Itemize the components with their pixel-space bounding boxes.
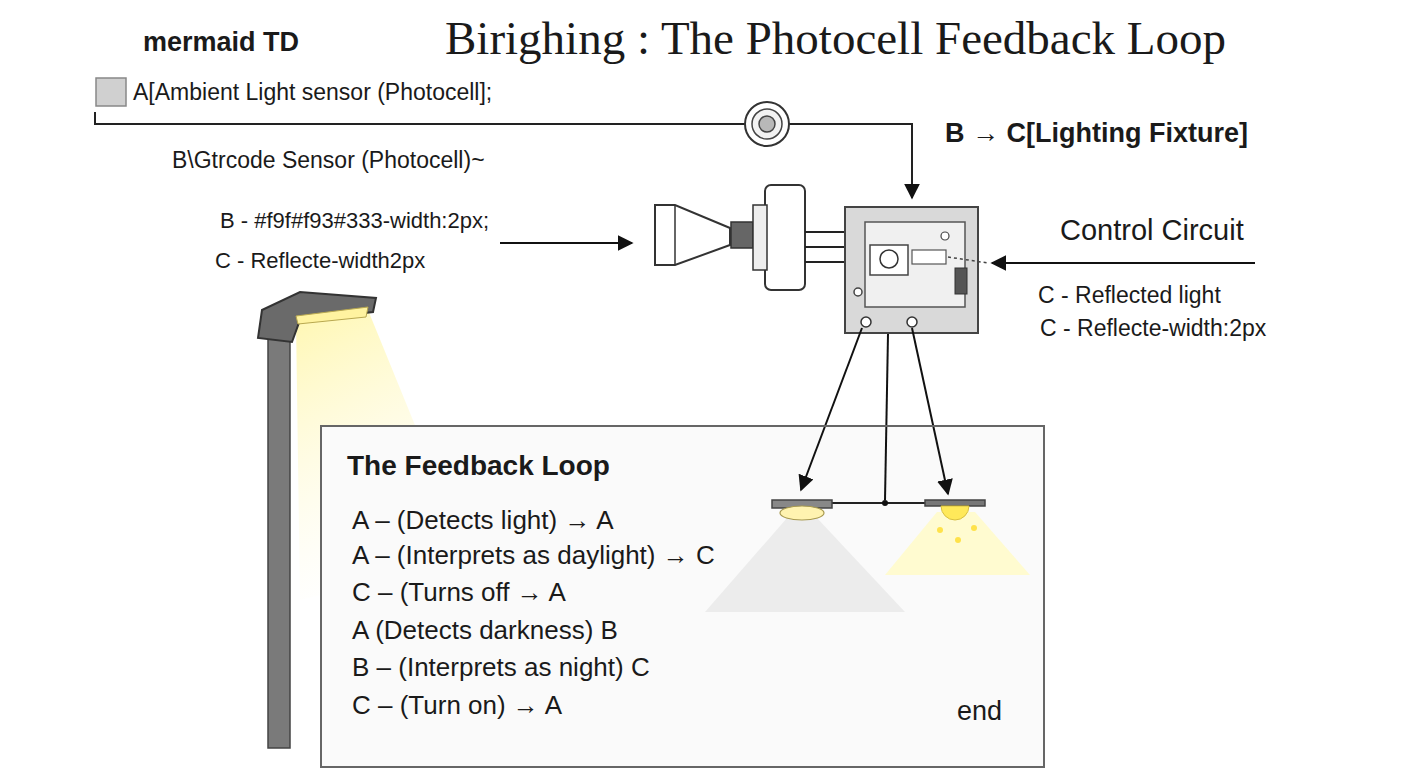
dotted-wire (948, 257, 988, 263)
sensor-housing (765, 185, 805, 290)
light-dot (971, 525, 977, 531)
terminal-block (955, 268, 967, 294)
control-wire (885, 334, 888, 500)
wire-arrow (789, 124, 912, 198)
annotation-label: Control Circuit (1060, 213, 1244, 248)
photocell-ring (752, 109, 782, 139)
reflector-shape (655, 205, 730, 265)
box-text: A – (Detects light) → A (352, 505, 614, 536)
relay-symbol (870, 245, 908, 275)
circuit-board (865, 222, 965, 307)
lamp-pole (268, 330, 290, 748)
light-cone (885, 512, 1030, 575)
box-text: end (957, 695, 1002, 727)
connector-block (731, 222, 753, 248)
annotation-label: B → C[Lighting Fixture] (945, 117, 1248, 149)
box-heading: The Feedback Loop (347, 449, 610, 483)
box-text: A – (Interprets as daylight) → C (352, 540, 715, 571)
diagram-title: Birighing : The Photocell Feedback Loop (445, 10, 1226, 66)
dark-cone (705, 518, 905, 612)
control-arrow (912, 328, 948, 494)
annotation-label: A[Ambient Light sensor (Photocell]; (133, 79, 492, 107)
wire (832, 502, 925, 504)
photocell-symbol (745, 102, 789, 146)
reflector-edge (674, 205, 676, 265)
resistor-symbol (912, 250, 946, 264)
junction-dot (882, 500, 888, 506)
wire (95, 112, 745, 124)
control-box (845, 207, 978, 333)
lamp-lens (296, 307, 368, 324)
annotation-label: mermaid TD (143, 26, 299, 58)
box-text: C – (Turn on) → A (352, 690, 562, 721)
pointer-arrow (992, 262, 1255, 264)
terminal (854, 288, 862, 296)
process-box: The Feedback Loop A – (Detects light) → A… (320, 425, 1045, 768)
box-ground (320, 425, 1045, 768)
annotation-label: B - #f9f#f93#333-width:2px; (220, 208, 489, 234)
fixture-lens (941, 506, 969, 520)
annotation-label: C - Reflected light (1038, 282, 1221, 310)
terminal (941, 232, 949, 240)
annotation-label: C - Reflecte-width:2px (1040, 315, 1266, 343)
fixture-lens (780, 506, 824, 520)
relay-coil (880, 250, 898, 268)
sensor-mount (753, 205, 767, 270)
lamp-head (258, 292, 376, 342)
light-dot (937, 527, 943, 533)
box-text: C – (Turns off → A (352, 577, 566, 608)
control-arrow (801, 328, 862, 490)
legend-square (96, 78, 126, 106)
fixture-on (925, 500, 985, 506)
annotation-label: B\Gtrcode Sensor (Photocell)~ (172, 147, 485, 175)
box-text: A (Detects darkness) B (352, 615, 618, 646)
pointer-arrow (500, 242, 632, 244)
terminal (907, 317, 917, 327)
box-text: B – (Interprets as night) C (352, 652, 650, 683)
terminal (861, 317, 871, 327)
light-dot (955, 537, 961, 543)
annotation-label: C - Reflecte-width2px (215, 248, 425, 274)
photocell-lens (759, 116, 775, 132)
